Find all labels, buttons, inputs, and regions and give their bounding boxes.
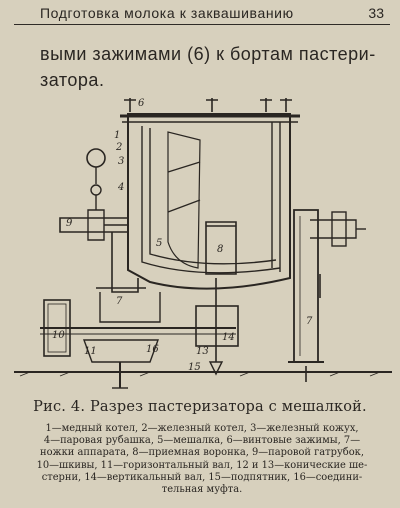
legend-line-6: тельная муфта. xyxy=(161,484,243,496)
callout-8: 8 xyxy=(217,244,223,255)
running-header: Подготовка молока к заквашиванию 33 xyxy=(14,2,390,25)
callout-3: 3 xyxy=(118,156,124,167)
legend-line-4: 10—шкивы, 11—горизонтальный вал, 12 и 13… xyxy=(36,459,368,471)
body-text-line-1: выми зажимами (6) к бортам пастери- xyxy=(40,44,376,64)
callout-7-column: 7 xyxy=(306,316,313,327)
callout-2: 2 xyxy=(115,142,122,153)
legend-line-3: ножки аппарата, 8—приемная воронка, 9—па… xyxy=(40,447,364,459)
legend-line-5: стерни, 14—вертикальный вал, 15—подпятни… xyxy=(41,471,363,483)
figure-caption: Рис. 4. Разрез пастеризатора с мешалкой. xyxy=(33,399,367,415)
page-number: 33 xyxy=(368,5,384,21)
callout-13: 13 xyxy=(196,346,209,357)
callout-15: 15 xyxy=(188,362,201,373)
callout-9: 9 xyxy=(66,218,73,229)
callout-16: 16 xyxy=(146,344,159,355)
callout-10: 10 xyxy=(52,330,65,341)
callout-6: 6 xyxy=(138,98,145,109)
body-text-line-2: затора. xyxy=(40,70,105,90)
legend-line-1: 1—медный котел, 2—железный котел, 3—желе… xyxy=(45,423,359,434)
callout-14: 14 xyxy=(222,332,235,343)
pasteurizer-figure: 1 2 3 4 5 6 7 7 8 9 10 11 13 14 15 16 xyxy=(0,92,400,398)
running-title: Подготовка молока к заквашиванию xyxy=(40,5,294,21)
callout-5: 5 xyxy=(156,238,162,249)
callout-4: 4 xyxy=(117,182,124,193)
pasteurizer-cross-section-drawing: 1 2 3 4 5 6 7 7 8 9 10 11 13 14 15 16 xyxy=(14,98,392,389)
legend-line-2: 4—паровая рубашка, 5—мешалка, 6—винтовые… xyxy=(43,435,361,447)
callout-11: 11 xyxy=(84,346,97,357)
figure-legend: 1—медный котел, 2—железный котел, 3—желе… xyxy=(14,423,390,496)
callout-1: 1 xyxy=(114,130,120,141)
callout-7-leg: 7 xyxy=(116,296,123,307)
